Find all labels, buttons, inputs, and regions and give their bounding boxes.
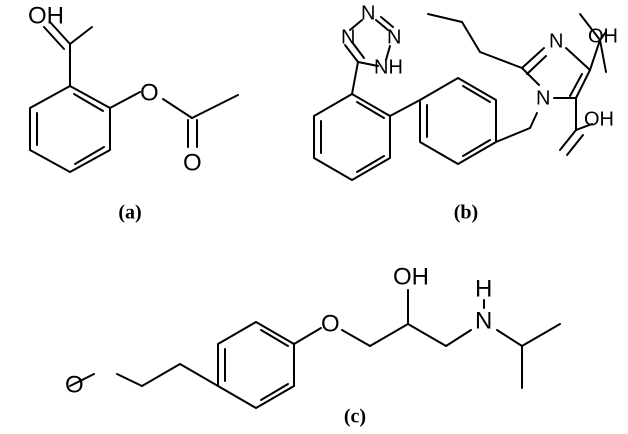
panel-b-isopropyl-bond — [599, 39, 607, 73]
panel-b-acid-bond — [566, 134, 584, 156]
panel-b-ring-double-bond — [356, 101, 385, 119]
panel-b-tetrazole-bond — [349, 19, 363, 31]
panel-a-ester-bond — [162, 98, 193, 119]
panel-b-propyl-bond — [479, 51, 523, 69]
panel-b-propyl-bond — [461, 21, 481, 53]
panel-a-caption: (a) — [118, 202, 141, 224]
panel-b-olmesartan: N N N NH N N OH OH (b) — [313, 2, 618, 224]
panel-b-imidazole-n-label: N — [549, 30, 563, 52]
panel-c-benzene-ring — [217, 321, 295, 409]
panel-c-chain-bond — [69, 373, 95, 387]
panel-c-ring-double-bond — [260, 329, 289, 347]
panel-b-caption: (b) — [454, 202, 478, 224]
panel-b-imidazole-bond — [565, 47, 591, 71]
panel-c-isopropyl-bond — [496, 329, 523, 347]
panel-b-ring-double-bond — [462, 85, 491, 103]
panel-c-methoxy-o-label: O — [65, 371, 84, 398]
panel-b-tetrazole-bond — [344, 44, 359, 63]
panel-b-acid-bond — [575, 123, 593, 131]
panel-c-amine-n-label: N — [475, 307, 492, 334]
panel-b-tetrazole-nh-label: NH — [374, 56, 403, 78]
panel-a-methyl-bond — [191, 94, 239, 119]
panel-a-ring-double-bond — [73, 93, 104, 112]
panel-b-tetrazole-bond — [375, 19, 389, 31]
panel-c-ether-bond — [293, 327, 322, 345]
panel-b-phenyl-ring-right — [419, 77, 497, 165]
panel-a-o-carbonyl-label: O — [183, 149, 202, 176]
panel-b-acid-oh-label: OH — [584, 108, 614, 130]
panel-c-ring-double-bond — [260, 383, 289, 401]
panel-a-ring-double-bond — [74, 146, 105, 165]
panel-a-acid-co-bond — [49, 21, 71, 45]
panel-b-tetrazole-bond — [380, 16, 394, 28]
panel-c-amine-bond — [445, 329, 472, 347]
panel-b-imidazole-bond — [521, 47, 545, 69]
panel-c-chain-bond — [341, 329, 371, 347]
panel-b-imidazole-bond — [569, 73, 583, 97]
panel-a-oh-label: OH — [28, 2, 64, 29]
panel-c-metoprolol: O O OH H N (c) — [65, 263, 561, 428]
panel-b-tetrazole-bond — [357, 61, 379, 67]
panel-c-hydroxyl-label: OH — [393, 263, 429, 290]
panel-b-tetrazole-n-label: N — [341, 26, 355, 48]
panel-b-propyl-bond — [427, 13, 463, 23]
panel-b-imidazole-n-label: N — [536, 87, 550, 109]
panel-c-chain-bond — [179, 363, 219, 387]
panel-b-benzyl-bond — [495, 127, 531, 143]
panel-b-tetrazole-n-label: N — [361, 2, 375, 24]
panel-a-benzene-ring — [29, 85, 111, 173]
panel-b-imidazole-bond — [575, 69, 591, 99]
panel-a-o-ether-label: O — [140, 79, 159, 106]
panel-a-acid-co-bond — [43, 26, 65, 50]
panel-b-tetrazole-n-label: N — [387, 26, 401, 48]
panel-c-caption: (c) — [344, 406, 366, 428]
panel-c-chain-bond — [141, 363, 181, 387]
panel-a-ester-bond — [109, 91, 141, 109]
panel-c-chain-bond — [116, 373, 143, 387]
panel-b-acid-bond — [559, 129, 577, 151]
panel-a-aspirin: OH O O (a) — [28, 2, 239, 224]
panel-b-tetrazole-link — [351, 61, 359, 95]
panel-b-ring-double-bond — [462, 139, 491, 157]
panel-b-isopropyl-bond — [599, 31, 607, 41]
panel-c-ether-o-label: O — [321, 310, 340, 337]
panel-b-imidazole-bond — [521, 67, 540, 86]
panel-b-tetrazole-bond — [351, 41, 365, 59]
panel-b-isopropyl-bond — [579, 13, 601, 41]
panel-b-ring-double-bond — [356, 155, 385, 173]
panel-b-imidazole-bond — [526, 55, 547, 75]
panel-c-chain-bond — [407, 323, 447, 347]
panel-c-amine-h-label: H — [475, 275, 492, 302]
panel-b-biphenyl-bond — [389, 99, 421, 117]
panel-b-isopropyl-bond — [589, 39, 601, 71]
panel-b-hydroxyl-label: OH — [588, 25, 618, 47]
panel-a-acid-oh-bond — [69, 26, 93, 45]
panel-b-phenyl-ring-left — [313, 93, 391, 181]
panel-c-isopropyl-bond — [521, 323, 561, 347]
panel-b-tetrazole-bond — [385, 45, 391, 61]
panel-c-chain-bond — [369, 323, 409, 347]
panel-b-benzyl-bond — [529, 112, 538, 129]
